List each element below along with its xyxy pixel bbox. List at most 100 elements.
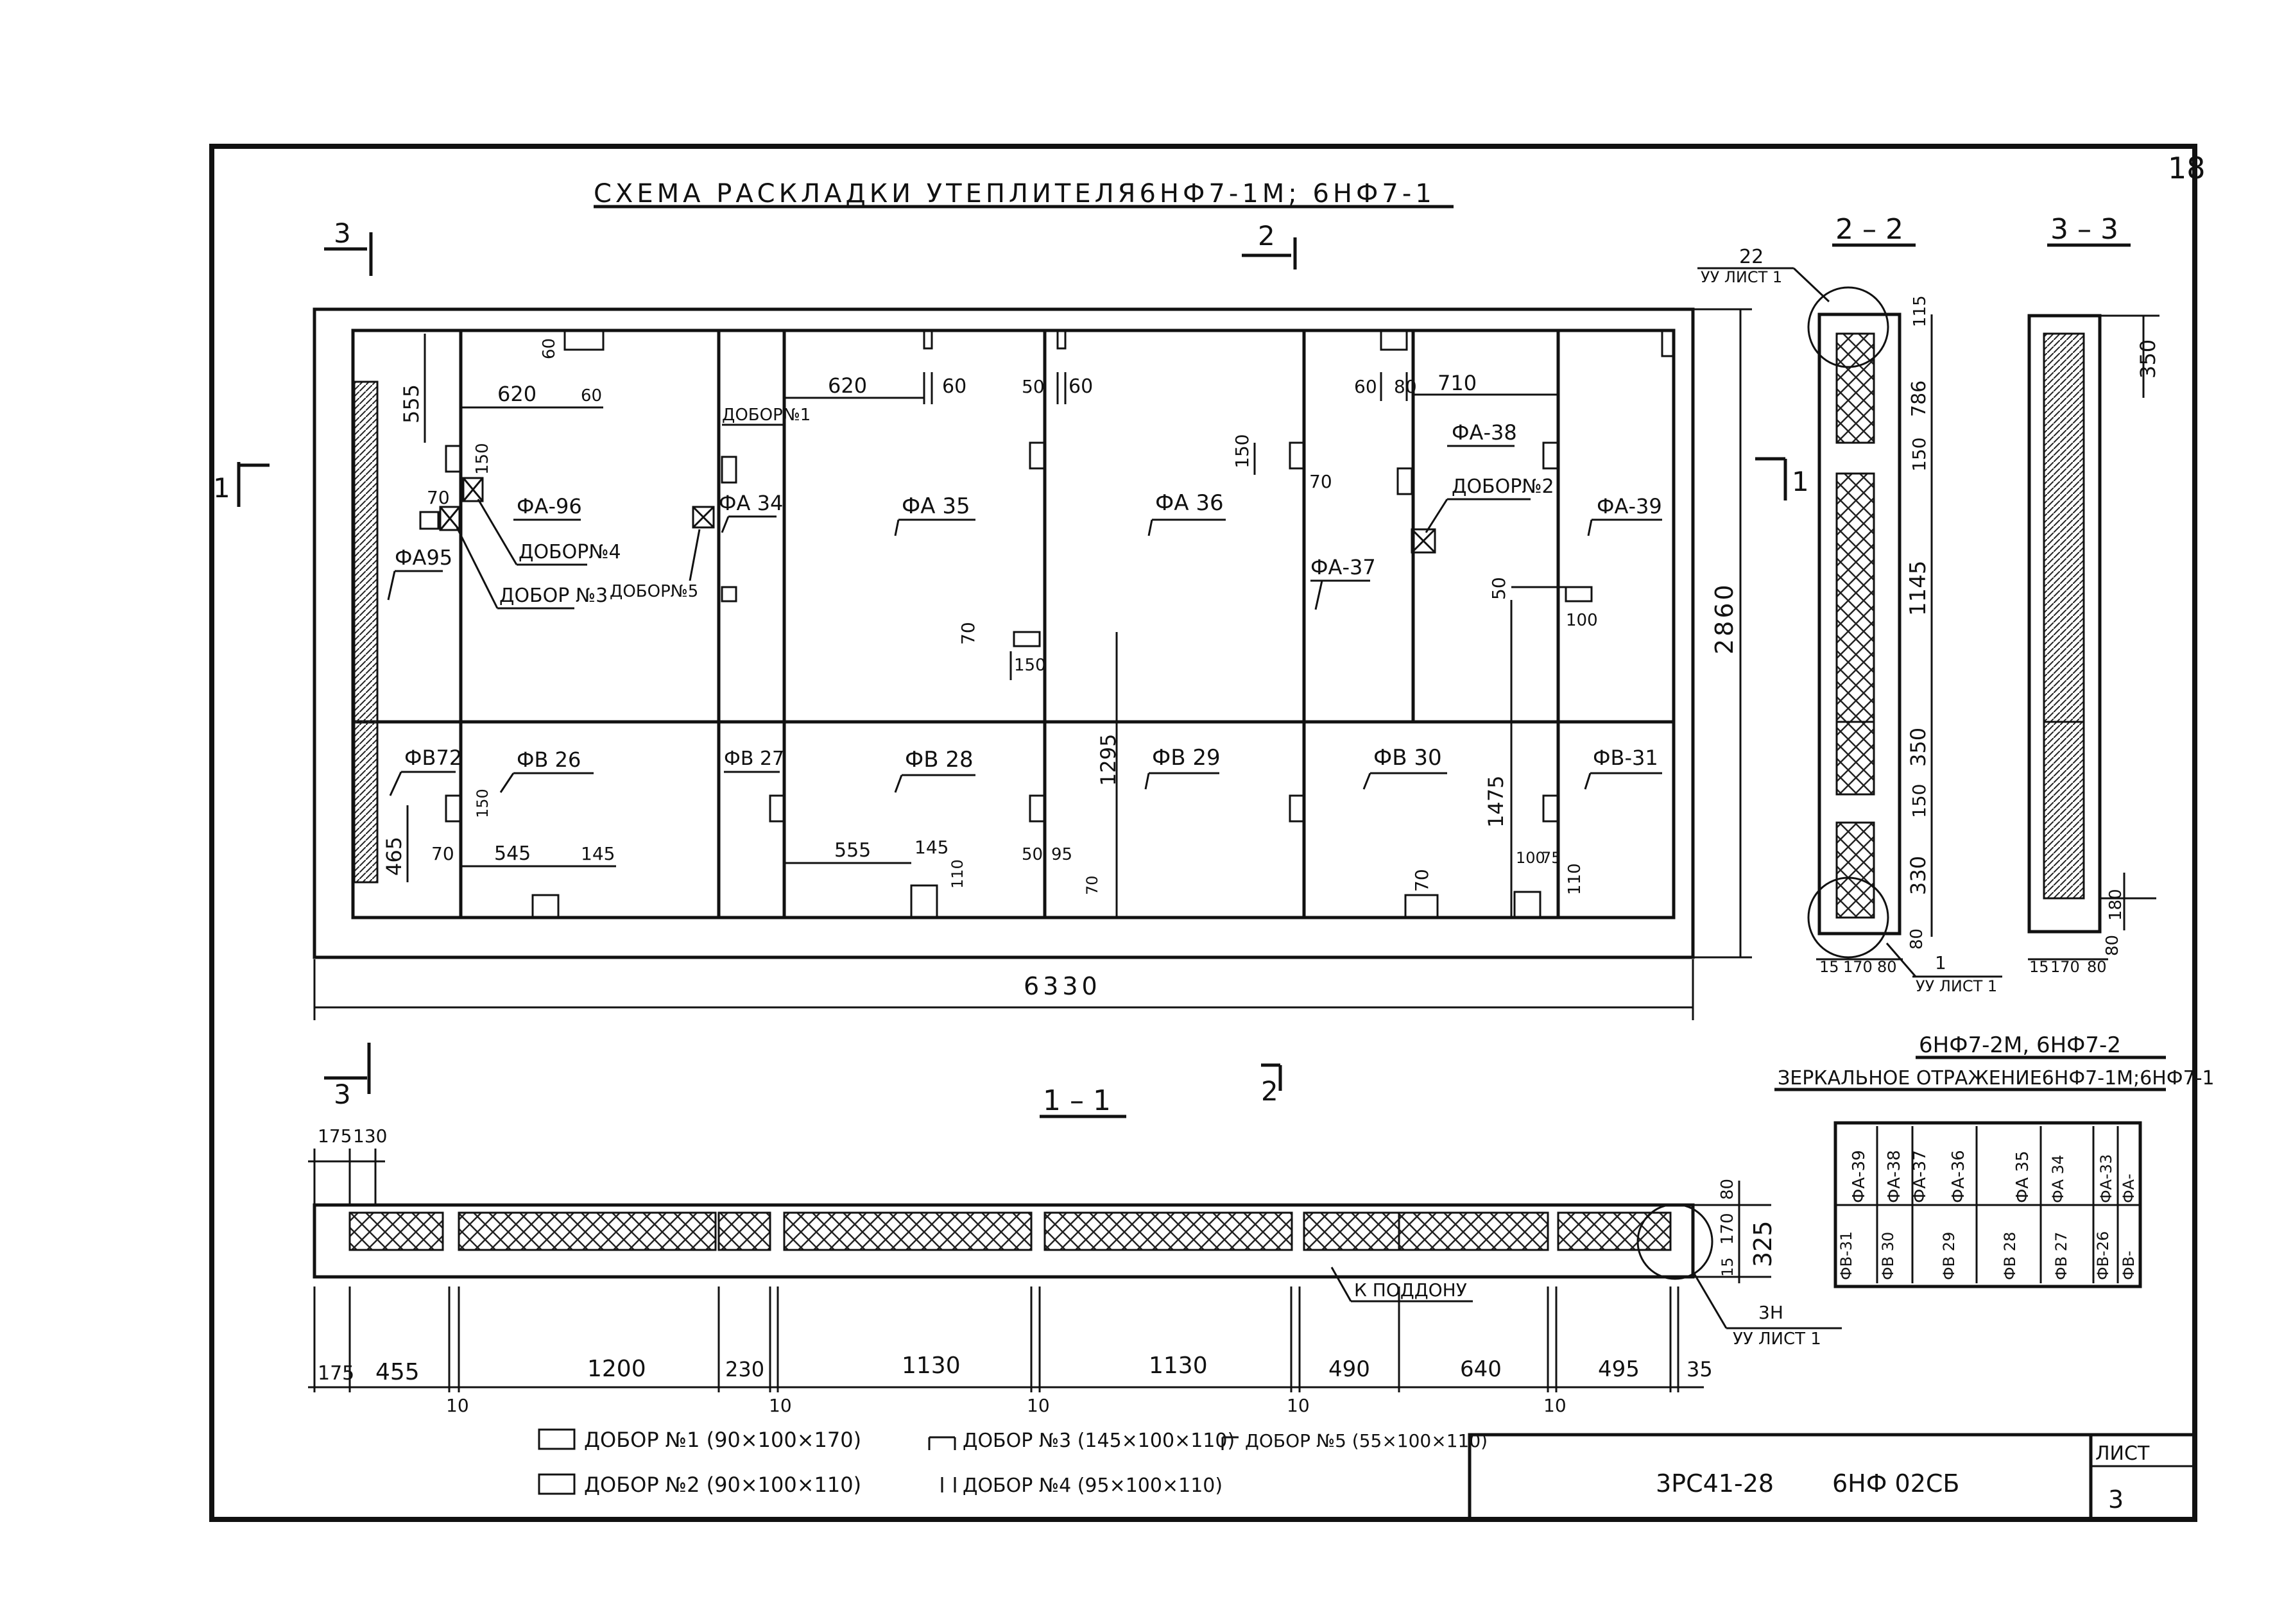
- s22-insulation-2: [1835, 472, 1875, 796]
- s22-dim-6: 330: [1906, 856, 1930, 895]
- s22-insulation-3: [1835, 821, 1875, 919]
- dim-75: 75: [1541, 849, 1561, 867]
- mirror-top-5: ФА 34: [2049, 1155, 2067, 1203]
- s22-insulation-1: [1835, 332, 1875, 444]
- s11-gap-dim-1: 10: [769, 1395, 792, 1416]
- mirror-bottom-0: ФВ-31: [1837, 1231, 1855, 1280]
- panel-label-fb28: ФВ 28: [905, 747, 974, 773]
- s11-top-dim-1: 130: [353, 1125, 387, 1147]
- mirror-bottom-1: ФВ 30: [1879, 1232, 1897, 1280]
- overall-width: 6330: [1024, 972, 1101, 1000]
- dim-150a: 150: [473, 443, 492, 475]
- s11-insulation-5: [1043, 1211, 1293, 1251]
- panel-label-fb30: ФВ 30: [1373, 745, 1442, 771]
- panel-label-fa96: ФА-96: [517, 494, 582, 518]
- mirror-top-3: ФА-36: [1949, 1150, 1968, 1203]
- s33-insulation: [2043, 332, 2085, 900]
- mirror-top-4: ФА 35: [2013, 1150, 2032, 1203]
- mirror-title: 6НФ7-2М, 6НФ7-2: [1919, 1032, 2121, 1058]
- s11-callout-ref: УУ ЛИСТ 1: [1733, 1329, 1821, 1349]
- s11-insulation-2: [458, 1211, 717, 1251]
- dim-620b: 620: [828, 373, 867, 398]
- mirror-bottom-5: ФВ-26: [2094, 1231, 2112, 1280]
- s33-dim-1: 180: [2106, 889, 2125, 921]
- legend-item-4: ДОБОР №4 (95×100×110): [963, 1474, 1223, 1497]
- dim-100b: 100: [1516, 849, 1545, 867]
- mirror-bottom-4: ФВ 27: [2052, 1232, 2070, 1280]
- panel-label-fb26: ФВ 26: [517, 748, 581, 772]
- s11-note-podonu: К ПОДДОНУ: [1354, 1279, 1467, 1301]
- dim-1475: 1475: [1484, 776, 1508, 828]
- dim-555b: 555: [834, 839, 871, 862]
- mirror-top-2: ФА-37: [1910, 1150, 1930, 1203]
- panel-label-fb72: ФВ72: [404, 746, 462, 770]
- dim-145a: 145: [581, 843, 615, 864]
- dim-545: 545: [494, 842, 531, 865]
- s11-insulation-1: [348, 1211, 444, 1251]
- legend: ДОБОР №1 (90×100×170) ДОБОР №2 (90×100×1…: [538, 1428, 1488, 1497]
- doc-mark: 6НФ 02СБ: [1832, 1469, 1960, 1498]
- plan-title: СХЕМА РАСКЛАДКИ УТЕПЛИТЕЛЯ6НФ7-1М; 6НФ7-…: [594, 179, 1436, 209]
- s22-callout-bottom-ref: УУ ЛИСТ 1: [1916, 977, 1997, 995]
- dim-50a: 50: [1022, 376, 1045, 397]
- legend-item-1: ДОБОР №1 (90×100×170): [584, 1428, 861, 1452]
- dim-60a: 60: [581, 386, 602, 406]
- panel-label-fb29: ФВ 29: [1152, 745, 1221, 771]
- s11-gap-dim-3: 10: [1287, 1395, 1310, 1416]
- dobor-markers: [439, 477, 1436, 554]
- mirror-bottom-2: ФВ 29: [1940, 1232, 1958, 1280]
- dim-555: 555: [399, 384, 424, 423]
- dim-150b: 150: [1232, 434, 1253, 468]
- mirror-top-7: ФА-: [2120, 1174, 2138, 1203]
- section-3-3-title: 3 – 3: [2050, 213, 2118, 246]
- notches: [419, 330, 1674, 918]
- mirror-bottom-6: ФВ-: [2120, 1251, 2138, 1280]
- page-number: 18: [2168, 151, 2206, 185]
- s11-gap-dim-2: 10: [1027, 1395, 1050, 1416]
- s11-bottom-dim-2: 1200: [587, 1356, 646, 1382]
- dobor-label-n3: ДОБОР №3: [499, 585, 608, 607]
- s11-insulation-3: [717, 1211, 771, 1251]
- s11-bottom-dim-9: 35: [1687, 1357, 1713, 1381]
- mirror-top-1: ФА-38: [1885, 1150, 1904, 1203]
- s11-bottom-dim-1: 455: [375, 1359, 420, 1385]
- panel-label-fa37: ФА-37: [1310, 555, 1376, 579]
- sheet-frame: 18: [209, 144, 2206, 1522]
- dobor-label-group: ДОБОР№1 ДОБОР№2 ДОБОР №3 ДОБОР№4 ДОБОР№5: [456, 406, 1554, 610]
- section-mark-3-bottom: 3: [334, 1079, 351, 1110]
- s11-bottom-dim-7: 640: [1460, 1356, 1502, 1382]
- s22-dim-3: 1145: [1905, 560, 1931, 616]
- dim-80: 80: [1394, 376, 1417, 397]
- panel-label-fa35: ФА 35: [902, 493, 970, 519]
- mirror-bottom-3: ФВ 28: [2001, 1232, 2019, 1280]
- s22-callout-top-ref: УУ ЛИСТ 1: [1701, 268, 1782, 286]
- legend-item-2: ДОБОР №2 (90×100×110): [584, 1473, 861, 1497]
- dim-70a: 70: [427, 487, 450, 508]
- dim-50c: 50: [1022, 845, 1043, 864]
- s11-bottom-dim-8: 495: [1598, 1356, 1640, 1382]
- s11-bottom-dim-5: 1130: [1149, 1353, 1208, 1379]
- mirror-variant: 6НФ7-2М, 6НФ7-2 ЗЕРКАЛЬНОЕ ОТРАЖЕНИЕ6НФ7…: [1774, 1032, 2215, 1288]
- s33-hdim-0: 15: [2029, 958, 2049, 976]
- mirror-subtitle: ЗЕРКАЛЬНОЕ ОТРАЖЕНИЕ6НФ7-1М;6НФ7-1: [1778, 1067, 2215, 1090]
- s11-right-dim-3: 325: [1749, 1220, 1777, 1267]
- section-3-3: 3 – 3 350 180 80 15 170 80: [2027, 213, 2160, 976]
- s11-insulation-6: [1303, 1211, 1549, 1251]
- edge-insulation-strip: [353, 380, 379, 884]
- s11-gap-dim-0: 10: [446, 1395, 469, 1416]
- plan-view: СХЕМА РАСКЛАДКИ УТЕПЛИТЕЛЯ6НФ7-1М; 6НФ7-…: [213, 179, 1809, 1020]
- s22-dim-2: 150: [1909, 438, 1930, 472]
- dim-710: 710: [1438, 371, 1477, 395]
- section-mark-1-left: 1: [213, 472, 230, 504]
- dim-70e: 70: [1083, 875, 1101, 895]
- s22-dim-1: 786: [1908, 380, 1930, 417]
- s22-dim-7: 80: [1907, 928, 1927, 950]
- panel-label-fb27: ФВ 27: [724, 748, 784, 770]
- dim-145b: 145: [914, 837, 949, 858]
- s22-hdim-0: 15: [1819, 958, 1839, 976]
- s22-callout-bottom-num: 1: [1935, 952, 1946, 973]
- s11-callout-num: 3Н: [1758, 1302, 1783, 1323]
- s11-top-dim-0: 175: [318, 1125, 352, 1147]
- panel-label-fa95: ФА95: [395, 545, 452, 570]
- s11-insulation-4: [783, 1211, 1033, 1251]
